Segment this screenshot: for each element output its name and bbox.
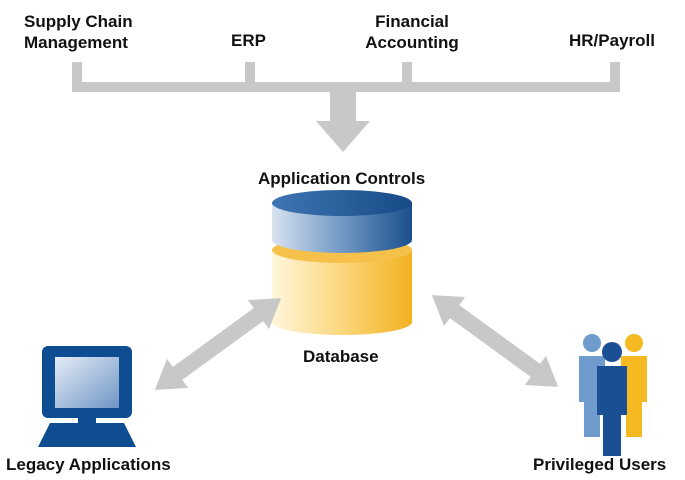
top-connector — [72, 62, 620, 152]
label-line: Management — [24, 33, 128, 52]
label-privileged-users: Privileged Users — [533, 455, 667, 474]
connector-stem-1 — [72, 62, 82, 90]
right-double-arrow — [431, 295, 559, 387]
people-icon — [579, 334, 647, 456]
label-application-controls: Application Controls — [258, 169, 426, 188]
label-hr-payroll: HR/Payroll — [569, 31, 655, 50]
connector-bar — [72, 82, 620, 92]
label-line: Supply Chain — [24, 12, 133, 31]
label-supply-chain-management: Supply Chain Management — [24, 11, 133, 53]
label-line: Accounting — [365, 33, 459, 52]
label-line: Financial — [375, 12, 449, 31]
left-double-arrow — [154, 298, 282, 390]
connector-stem-2 — [245, 62, 255, 90]
label-legacy-applications: Legacy Applications — [6, 455, 171, 474]
computer-icon — [38, 346, 136, 447]
label-database: Database — [303, 347, 379, 366]
database-icon — [272, 190, 412, 335]
label-erp: ERP — [231, 31, 266, 50]
connector-stem-3 — [402, 62, 412, 90]
down-arrow — [316, 90, 370, 152]
label-financial-accounting: Financial Accounting — [351, 11, 473, 53]
connector-stem-4 — [610, 62, 620, 90]
